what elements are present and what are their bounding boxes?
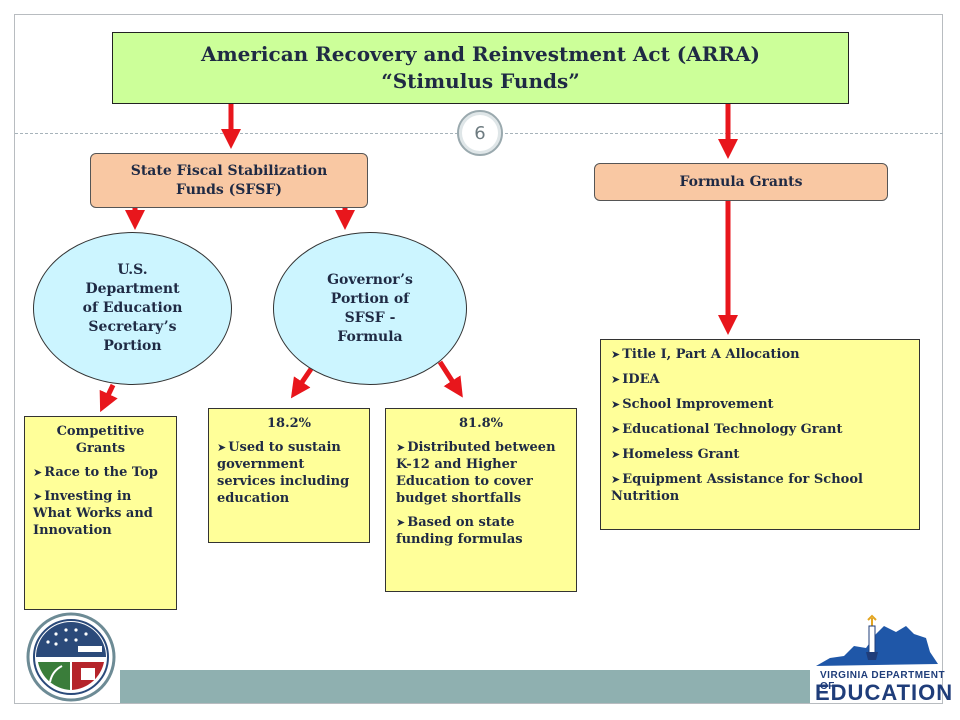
list-item: ➤IDEA <box>611 371 909 388</box>
secretary-line: U.S. <box>117 262 148 278</box>
title-line-1: American Recovery and Reinvestment Act (… <box>200 42 760 66</box>
bullet-arrow-icon: ➤ <box>217 441 227 454</box>
bullet-arrow-icon: ➤ <box>33 490 43 503</box>
percent-18: 18.2% <box>266 416 311 431</box>
vdoe-logo-line-1: VIRGINIA DEPARTMENT OF <box>820 670 946 692</box>
arrow-secretary-to-competitive <box>99 383 118 413</box>
recovery-seal-logo <box>26 612 116 702</box>
formula-grants-list-box: ➤Title I, Part A Allocation ➤IDEA ➤Schoo… <box>600 339 920 530</box>
list-item: ➤Used to sustain government services inc… <box>217 439 361 507</box>
percent-81: 81.8% <box>458 416 503 431</box>
secretary-line: Department <box>85 281 180 297</box>
list-item: ➤Based on state funding formulas <box>396 514 566 548</box>
list-item-text: Homeless Grant <box>622 447 740 462</box>
vdoe-logo <box>816 614 938 666</box>
bullet-arrow-icon: ➤ <box>611 348 621 361</box>
bullet-arrow-icon: ➤ <box>396 441 406 454</box>
arrow-governor-to-18 <box>290 367 314 399</box>
sfsf-box: State Fiscal Stabilization Funds (SFSF) <box>90 153 368 208</box>
education-distribution-box: 81.8% ➤Distributed between K-12 and High… <box>385 408 577 592</box>
bullet-arrow-icon: ➤ <box>611 423 621 436</box>
list-item: ➤Equipment Assistance for School Nutriti… <box>611 471 909 505</box>
secretary-line: Portion <box>103 338 162 354</box>
list-item-text: Race to the Top <box>44 465 158 480</box>
governor-line: Governor’s <box>327 271 413 288</box>
governor-line: SFSF - <box>344 309 396 326</box>
list-item: ➤Distributed between K-12 and Higher Edu… <box>396 439 566 507</box>
arrow-governor-to-81 <box>437 360 463 398</box>
list-item: ➤Homeless Grant <box>611 446 909 463</box>
list-item-text: Distributed between K-12 and Higher Educ… <box>396 440 556 506</box>
formula-grants-box: Formula Grants <box>594 163 888 201</box>
sfsf-line-1: State Fiscal Stabilization <box>130 162 328 179</box>
bullet-arrow-icon: ➤ <box>611 373 621 386</box>
competitive-heading: Competitive Grants <box>56 424 145 456</box>
bullet-arrow-icon: ➤ <box>611 398 621 411</box>
arra-title-box: American Recovery and Reinvestment Act (… <box>112 32 849 104</box>
slide-frame <box>14 14 943 704</box>
secretary-line: Secretary’s <box>88 319 177 335</box>
governor-line: Portion of <box>330 290 410 307</box>
secretary-line: of Education <box>82 300 183 316</box>
government-services-box: 18.2% ➤Used to sustain government servic… <box>208 408 370 543</box>
list-item: ➤Educational Technology Grant <box>611 421 909 438</box>
governor-line: Formula <box>337 328 403 345</box>
list-item-text: Educational Technology Grant <box>622 422 843 437</box>
bullet-arrow-icon: ➤ <box>611 448 621 461</box>
bullet-arrow-icon: ➤ <box>396 516 406 529</box>
list-item-text: Used to sustain government services incl… <box>217 440 350 506</box>
sfsf-line-2: Funds (SFSF) <box>176 181 282 198</box>
title-line-2: “Stimulus Funds” <box>381 69 580 93</box>
list-item-text: Title I, Part A Allocation <box>622 347 800 362</box>
list-item: ➤Race to the Top <box>33 464 168 481</box>
footer-bar <box>120 670 810 703</box>
list-item-text: Based on state funding formulas <box>396 515 523 547</box>
list-item-text: Equipment Assistance for School Nutritio… <box>611 472 863 504</box>
list-item: ➤Title I, Part A Allocation <box>611 346 909 363</box>
list-item-text: School Improvement <box>622 397 774 412</box>
list-item-text: IDEA <box>622 372 660 387</box>
vdoe-logo-line-2: EDUCATION <box>815 680 954 705</box>
bullet-arrow-icon: ➤ <box>611 473 621 486</box>
governor-portion-ellipse: Governor’s Portion of SFSF - Formula <box>273 232 467 385</box>
list-item: ➤School Improvement <box>611 396 909 413</box>
competitive-grants-box: Competitive Grants ➤Race to the Top ➤Inv… <box>24 416 177 610</box>
list-item-text: Investing in What Works and Innovation <box>33 489 153 538</box>
formula-grants-label: Formula Grants <box>679 173 803 190</box>
secretary-portion-ellipse: U.S. Department of Education Secretary’s… <box>33 232 232 385</box>
bullet-arrow-icon: ➤ <box>33 466 43 479</box>
page-number: 6 <box>457 110 503 156</box>
list-item: ➤Investing in What Works and Innovation <box>33 488 168 539</box>
